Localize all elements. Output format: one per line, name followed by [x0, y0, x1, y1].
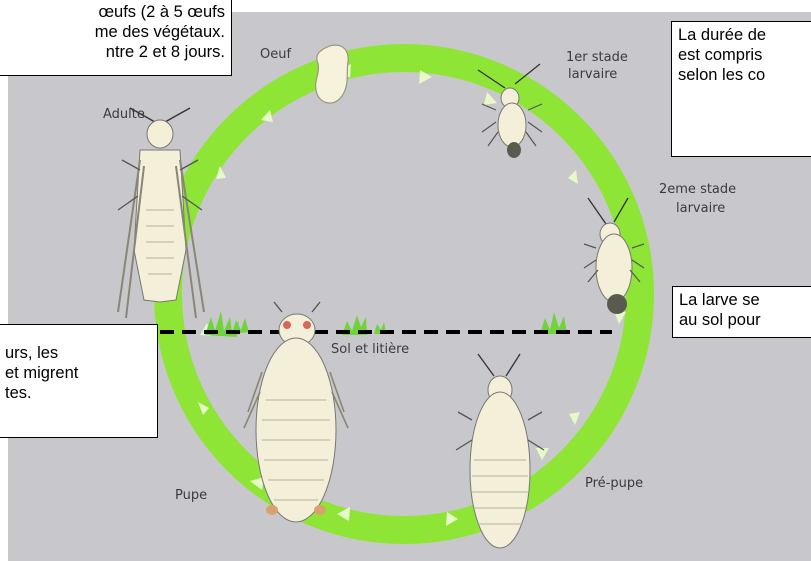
note-duration: La durée de est compris selon les co [671, 21, 811, 157]
label-second-stage-line1: 2eme stade [659, 182, 736, 197]
label-first-stage-line2: larvaire [568, 67, 617, 82]
label-prepupa: Pré-pupe [585, 476, 643, 491]
label-second-stage-line2: larvaire [676, 201, 725, 216]
label-egg: Oeuf [260, 47, 291, 62]
note-eggs-line1: œufs (2 à 5 œufs [5, 2, 225, 22]
label-first-stage-line1: 1er stade [566, 50, 628, 65]
note-pupae: urs, les et migrent tes. [0, 324, 158, 438]
note-pupae-line1: urs, les [5, 343, 151, 363]
note-eggs-line3: ntre 2 et 8 jours. [5, 42, 225, 62]
note-larva-soil: La larve se au sol pour [672, 286, 811, 338]
note-duration-line1: La durée de [678, 25, 809, 45]
note-larva-soil-line2: au sol pour [679, 310, 810, 330]
note-eggs: œufs (2 à 5 œufs me des végétaux. ntre 2… [0, 0, 232, 76]
note-pupae-line2: et migrent [5, 363, 151, 383]
note-duration-line2: est compris [678, 45, 809, 65]
note-larva-soil-line1: La larve se [679, 290, 810, 310]
label-soil: Sol et litière [331, 342, 409, 357]
egg-illustration [316, 45, 349, 103]
label-pupa: Pupe [175, 488, 207, 503]
note-duration-line3: selon les co [678, 65, 809, 85]
label-adult: Adulte [103, 107, 145, 122]
note-eggs-line2: me des végétaux. [5, 22, 225, 42]
note-pupae-line3: tes. [5, 383, 151, 403]
